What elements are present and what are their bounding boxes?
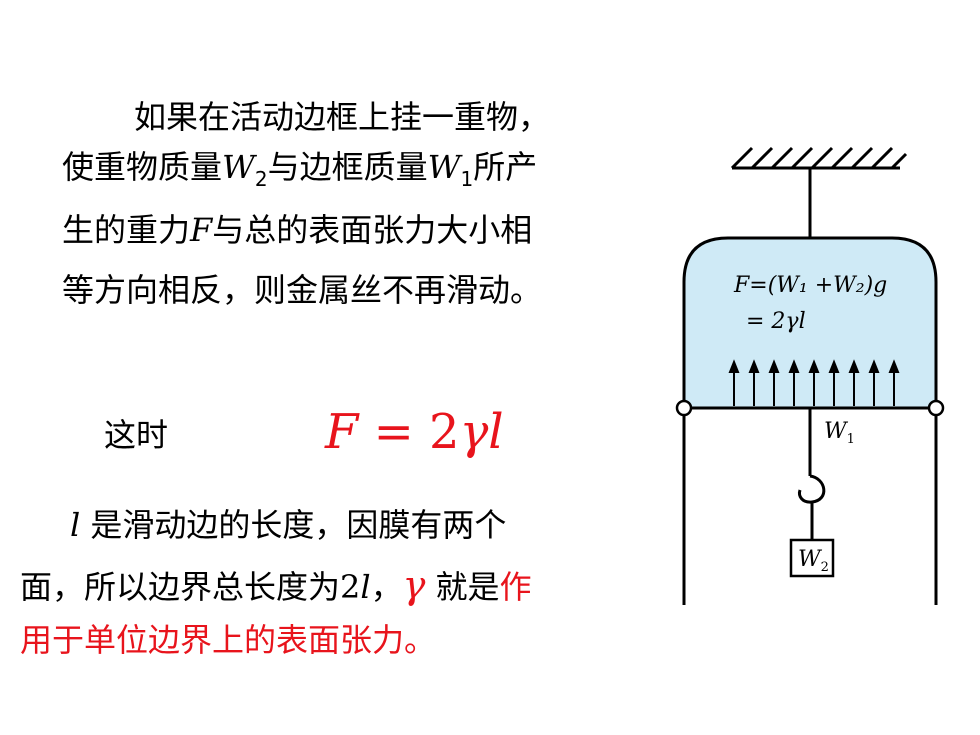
- w2-label: W2: [798, 547, 829, 575]
- paragraph-1-line-4: 等方向相反，则金属丝不再滑动。: [62, 265, 542, 315]
- paragraph-1-line-2: 使重物质量W2与边框质量W1所产: [62, 142, 537, 196]
- text: 与总的表面张力大小相: [212, 211, 533, 249]
- symbol-l: l: [360, 568, 371, 606]
- w2-letter: W: [798, 547, 823, 572]
- highlight-text: 用于单位边界上的表面张力。: [20, 621, 437, 659]
- highlight-text: 作: [499, 568, 532, 606]
- paragraph-2-line-2: 面，所以边界总长度为2l，γ 就是作: [20, 560, 532, 612]
- w1-label: W1: [824, 419, 855, 447]
- formula-l: l: [488, 404, 504, 460]
- ceiling-hatch: [730, 146, 908, 170]
- symbol-w1: W: [427, 148, 461, 186]
- subscript: 1: [460, 167, 474, 191]
- film-equation-line-1: F=(W₁ +W₂)g: [733, 273, 887, 298]
- symbol-l: l: [70, 506, 81, 544]
- text: 面，所以边界总长度为: [20, 568, 341, 606]
- w1-subscript: 1: [847, 432, 855, 447]
- symbol-w2: W: [222, 148, 255, 186]
- symbol-gamma: γ: [402, 563, 426, 607]
- paragraph-1-line-3: 生的重力F与总的表面张力大小相: [62, 205, 532, 255]
- wire-joint-left: [675, 399, 693, 417]
- w2-subscript: 2: [821, 560, 829, 575]
- text: 使重物质量: [62, 148, 223, 186]
- subscript: 2: [254, 167, 268, 191]
- text: 生的重力: [62, 211, 191, 249]
- text: 所产: [473, 148, 538, 186]
- symbol-f: F: [190, 211, 213, 249]
- paragraph-2-line-3: 用于单位边界上的表面张力。: [20, 615, 436, 665]
- formula-equals: = 2: [358, 404, 460, 460]
- hook-icon: [798, 474, 826, 504]
- formula-f: F: [325, 404, 359, 460]
- surface-tension-arrows: [728, 359, 900, 406]
- text: 是滑动边的长度，因膜有两个: [80, 506, 507, 544]
- w1-letter: W: [824, 419, 849, 444]
- text: 就是: [425, 568, 500, 606]
- text: 等方向相反，则金属丝不再滑动。: [62, 271, 543, 309]
- wire-joint-right: [927, 399, 945, 417]
- paragraph-2-line-1: l 是滑动边的长度，因膜有两个: [70, 500, 506, 550]
- weight-w2-box: [789, 538, 835, 578]
- then-label: 这时: [104, 416, 169, 454]
- paragraph-1-line-1: 如果在活动边框上挂一重物，: [134, 92, 550, 142]
- formula-gamma: γ: [459, 404, 489, 460]
- liquid-film: [682, 236, 938, 410]
- film-equation-line-2: = 2γl: [746, 309, 806, 334]
- text: 如果在活动边框上挂一重物，: [134, 98, 551, 136]
- text: 2: [340, 568, 361, 606]
- surface-tension-formula: F = 2γl: [325, 404, 504, 460]
- text: 与边框质量: [267, 148, 428, 186]
- text: ，: [370, 568, 403, 606]
